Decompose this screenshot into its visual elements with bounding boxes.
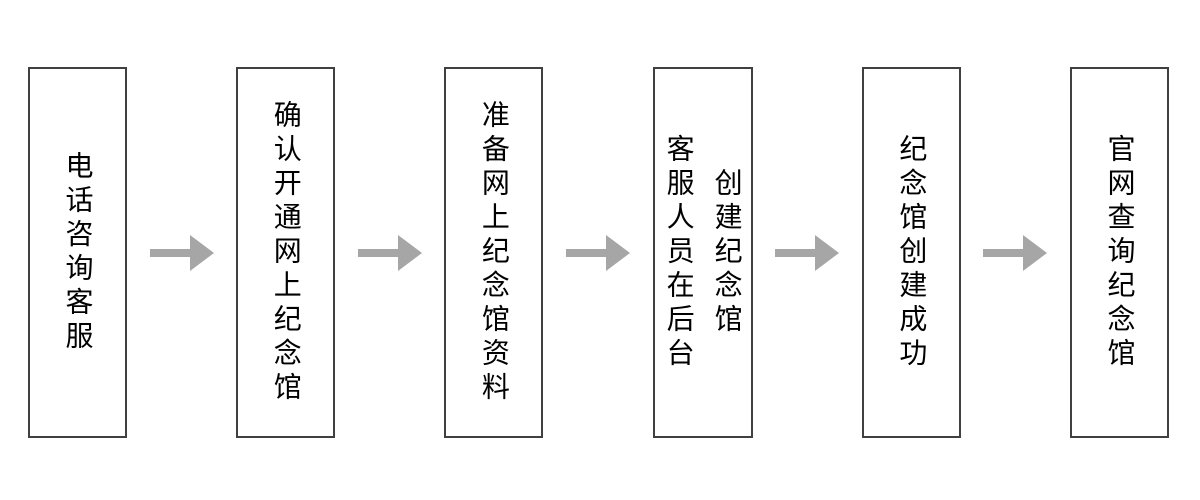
step-box-6: 官网查询纪念馆 [1070,67,1170,438]
step-box-3: 准备网上纪念馆资料 [444,67,544,438]
arrow-cell-3 [543,67,652,438]
flow-row: 电话咨询客服 确认开通网上纪念馆 准备网上纪念馆资料 客服人员在后台 创建纪念馆 [0,67,1200,438]
arrow-cell-4 [753,67,862,438]
step-label-1: 电话咨询客服 [62,150,94,355]
right-arrow-icon [566,234,630,271]
right-arrow-icon [775,234,840,271]
step-box-4: 客服人员在后台 创建纪念馆 [652,67,753,438]
step-label-6: 官网查询纪念馆 [1104,133,1136,372]
right-arrow-icon [983,234,1048,271]
arrow-cell-5 [961,67,1070,438]
right-arrow-icon [357,234,422,271]
step-label-2: 确认开通网上纪念馆 [270,99,302,406]
step-box-2: 确认开通网上纪念馆 [236,67,336,438]
right-arrow-icon [149,234,214,271]
arrow-cell-1 [127,67,236,438]
step-box-5: 纪念馆创建成功 [861,67,961,438]
arrow-cell-2 [335,67,444,438]
step-box-1: 电话咨询客服 [28,67,127,438]
step-label-3: 准备网上纪念馆资料 [478,99,510,406]
step-label-4: 客服人员在后台 创建纪念馆 [663,133,743,372]
step-label-5: 纪念馆创建成功 [896,133,928,372]
